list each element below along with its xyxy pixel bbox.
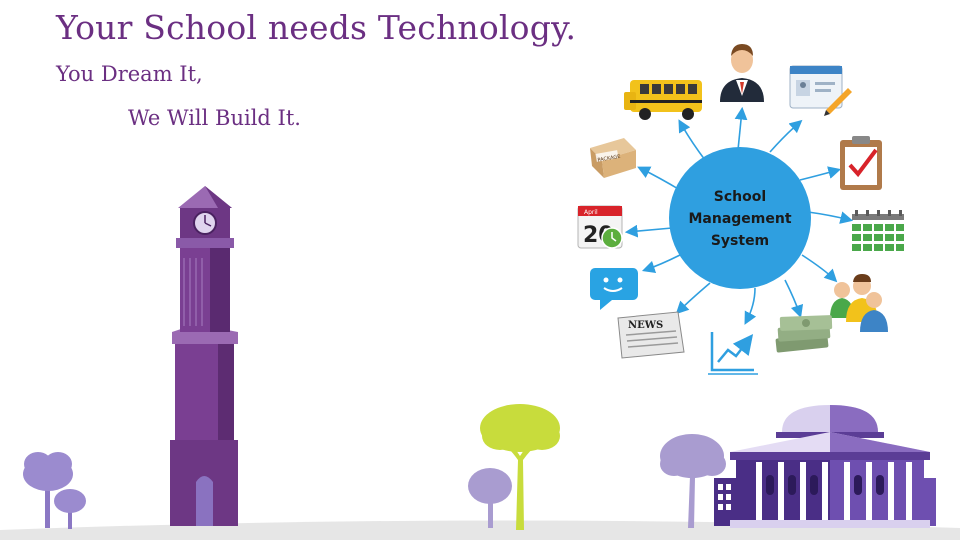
id-card-icon <box>789 65 852 116</box>
clock-tower <box>170 186 238 526</box>
domed-building <box>714 405 936 528</box>
package-icon: PACKAGE <box>590 138 636 178</box>
page-title: Your School needs Technology. <box>56 8 577 47</box>
calendar-month: April <box>584 209 598 216</box>
tagline-line-2: We Will Build It. <box>128 106 301 130</box>
user-icon <box>720 44 764 102</box>
chat-icon <box>590 268 638 310</box>
school-bus-icon <box>624 80 702 120</box>
attendance-icon <box>852 210 904 251</box>
chart-icon <box>708 332 758 375</box>
package-label: PACKAGE <box>597 154 621 164</box>
checklist-icon <box>840 136 882 190</box>
tree-lilac-right <box>660 434 726 528</box>
tree-left-small <box>54 489 86 529</box>
hub-circle <box>669 147 811 289</box>
tree-green <box>480 404 560 530</box>
tagline-line-1: You Dream It, <box>56 62 203 86</box>
hub-label-3: System <box>711 233 769 249</box>
tree-left-large <box>23 452 73 528</box>
newspaper-icon: NEWS <box>617 311 685 359</box>
hub-label-1: School <box>714 189 766 205</box>
newspaper-label: NEWS <box>628 320 663 331</box>
money-icon <box>775 315 833 353</box>
tree-lilac-middle <box>468 468 512 528</box>
calendar-icon: April 20 <box>577 205 623 249</box>
hub-label-2: Management <box>688 211 791 227</box>
people-icon <box>830 274 888 332</box>
